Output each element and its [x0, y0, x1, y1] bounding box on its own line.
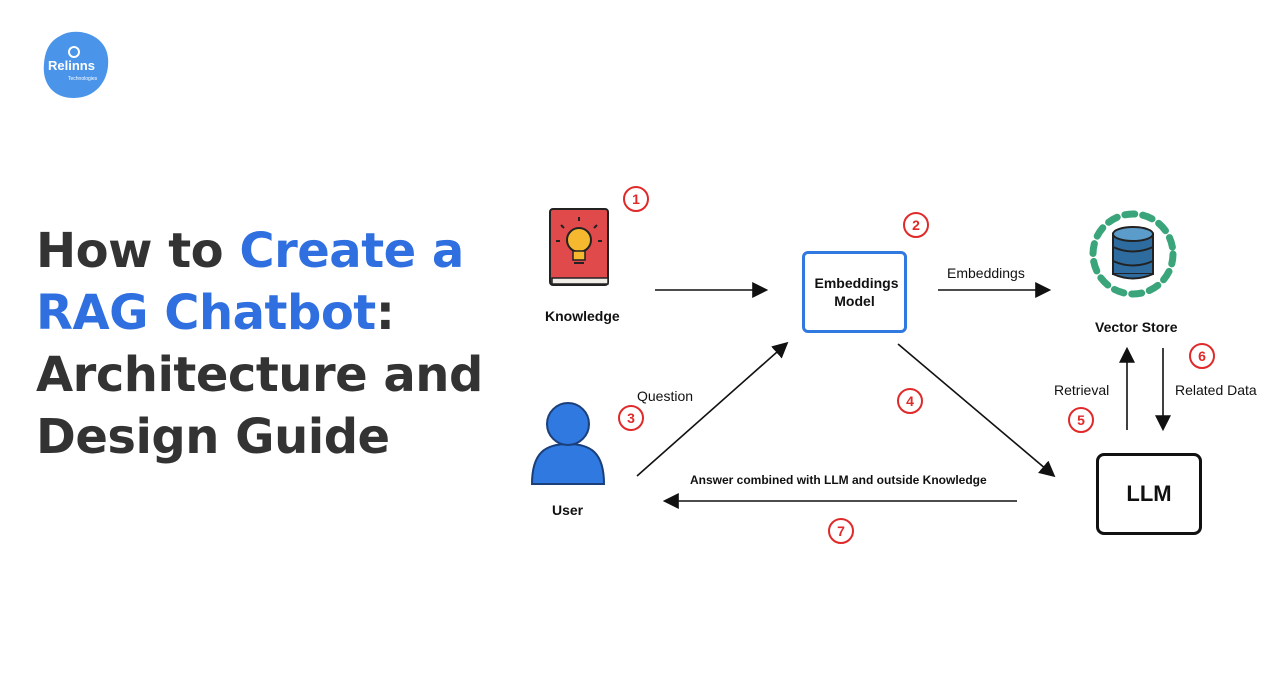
edge-label-embeddings: Embeddings [947, 265, 1025, 281]
embeddings-model-label: Embeddings Model [814, 275, 899, 309]
llm-label: LLM [1126, 481, 1172, 506]
vector-store-database-icon [1089, 210, 1177, 298]
logo-text: Relinns [48, 58, 95, 73]
title-accent-1: Create a [239, 223, 464, 279]
user-avatar-icon [530, 402, 606, 485]
logo-badge-icon: Relinns Technologies [43, 31, 109, 98]
user-label: User [552, 502, 584, 518]
step-1-badge: 1 [623, 186, 649, 212]
arrow-embeddings-to-llm [897, 343, 1056, 478]
title-line-4: Design Guide [36, 409, 390, 465]
edge-label-question: Question [637, 388, 694, 404]
title-colon: : [375, 285, 395, 341]
step-4-badge: 4 [897, 388, 923, 414]
title-part1: How to [36, 223, 240, 279]
step-7-badge: 7 [828, 518, 854, 544]
step-5-badge: 5 [1068, 407, 1094, 433]
title-line-3: Architecture and [36, 347, 483, 403]
title-accent-2: RAG Chatbot [36, 285, 376, 341]
llm-node: LLM [1096, 453, 1202, 535]
brand-logo[interactable]: Relinns Technologies [40, 28, 112, 100]
knowledge-label: Knowledge [545, 308, 620, 324]
arrow-user-to-embeddings [636, 341, 789, 477]
vector-store-label: Vector Store [1095, 319, 1178, 335]
edge-label-related-data: Related Data [1175, 382, 1257, 398]
logo-subtext: Technologies [68, 76, 98, 82]
step-3-badge: 3 [618, 405, 644, 431]
edge-label-answer: Answer combined with LLM and outside Kno… [690, 473, 987, 487]
edge-label-retrieval: Retrieval [1054, 382, 1110, 398]
embeddings-model-node: Embeddings Model [802, 251, 907, 333]
knowledge-book-icon [549, 208, 609, 286]
page-title: How to Create a RAG Chatbot: Architectur… [36, 220, 506, 468]
step-6-badge: 6 [1189, 343, 1215, 369]
step-2-badge: 2 [903, 212, 929, 238]
